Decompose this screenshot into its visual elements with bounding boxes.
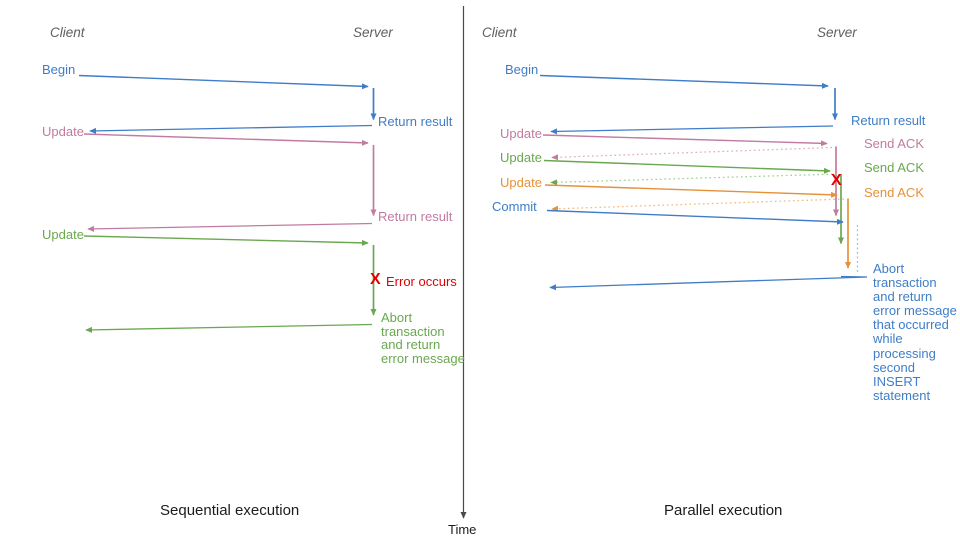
left-abort-message: Abort transaction and return error messa… <box>381 311 465 365</box>
parallel-title: Parallel execution <box>664 502 783 519</box>
right-update3-request <box>544 184 838 198</box>
left-client-header: Client <box>50 25 85 40</box>
right-abort-line: that occurred <box>873 317 949 333</box>
left-update-2-label: Update <box>42 227 84 242</box>
right-return-result-label: Return result <box>851 113 926 128</box>
sequential-title: Sequential execution <box>160 502 300 519</box>
right-abort-line: statement <box>873 387 931 403</box>
right-abort-line: while <box>873 331 903 347</box>
left-abort-response <box>85 323 373 333</box>
left-update1-request <box>83 133 369 146</box>
right-update-2-label: Update <box>500 150 542 165</box>
right-abort-line: error message <box>873 303 957 319</box>
right-ack1-response <box>551 146 833 161</box>
right-abort-line: Abort <box>873 261 905 276</box>
right-abort-response <box>549 275 868 291</box>
right-send-ack-3-label: Send ACK <box>864 185 924 200</box>
right-abort-line: second <box>873 359 915 375</box>
time-label: Time <box>448 522 477 537</box>
left-error-x-icon: X <box>370 271 381 288</box>
left-abort-line: transaction <box>381 323 445 339</box>
right-abort-line: and return <box>873 289 933 305</box>
right-ack3-response <box>551 198 845 212</box>
right-abort-line: transaction <box>873 275 937 291</box>
left-return-result-2-label: Return result <box>378 209 453 224</box>
left-abort-line: error message <box>381 350 465 366</box>
left-begin-label: Begin <box>42 62 76 77</box>
right-update-1-label: Update <box>500 126 542 141</box>
right-begin-label: Begin <box>505 62 539 77</box>
right-commit-request <box>546 209 844 225</box>
right-update2-request <box>543 159 831 174</box>
right-update-3-label: Update <box>500 175 542 190</box>
left-server-header: Server <box>353 25 393 40</box>
left-abort-line: Abort <box>381 310 413 325</box>
left-abort-line: and return <box>381 337 441 353</box>
left-update1-response <box>87 222 373 232</box>
right-abort-line: processing <box>873 345 936 361</box>
left-error-occurs-label: Error occurs <box>386 274 457 289</box>
right-send-ack-2-label: Send ACK <box>864 160 924 175</box>
left-begin-request <box>78 74 369 90</box>
right-client-header: Client <box>482 25 517 40</box>
right-ack2-response <box>550 173 838 186</box>
right-abort-message: Abort transaction and return error messa… <box>873 261 957 403</box>
left-update2-request <box>83 235 369 246</box>
right-begin-request <box>539 74 829 89</box>
right-begin-response <box>550 125 834 135</box>
right-abort-line: INSERT <box>873 373 921 389</box>
right-server-header: Server <box>817 25 857 40</box>
right-send-ack-1-label: Send ACK <box>864 136 924 151</box>
left-begin-response <box>89 124 373 134</box>
right-update1-request <box>542 134 828 147</box>
right-commit-label: Commit <box>492 199 537 214</box>
left-update-1-label: Update <box>42 124 84 139</box>
left-return-result-1-label: Return result <box>378 114 453 129</box>
right-error-x-icon: X <box>831 172 842 189</box>
